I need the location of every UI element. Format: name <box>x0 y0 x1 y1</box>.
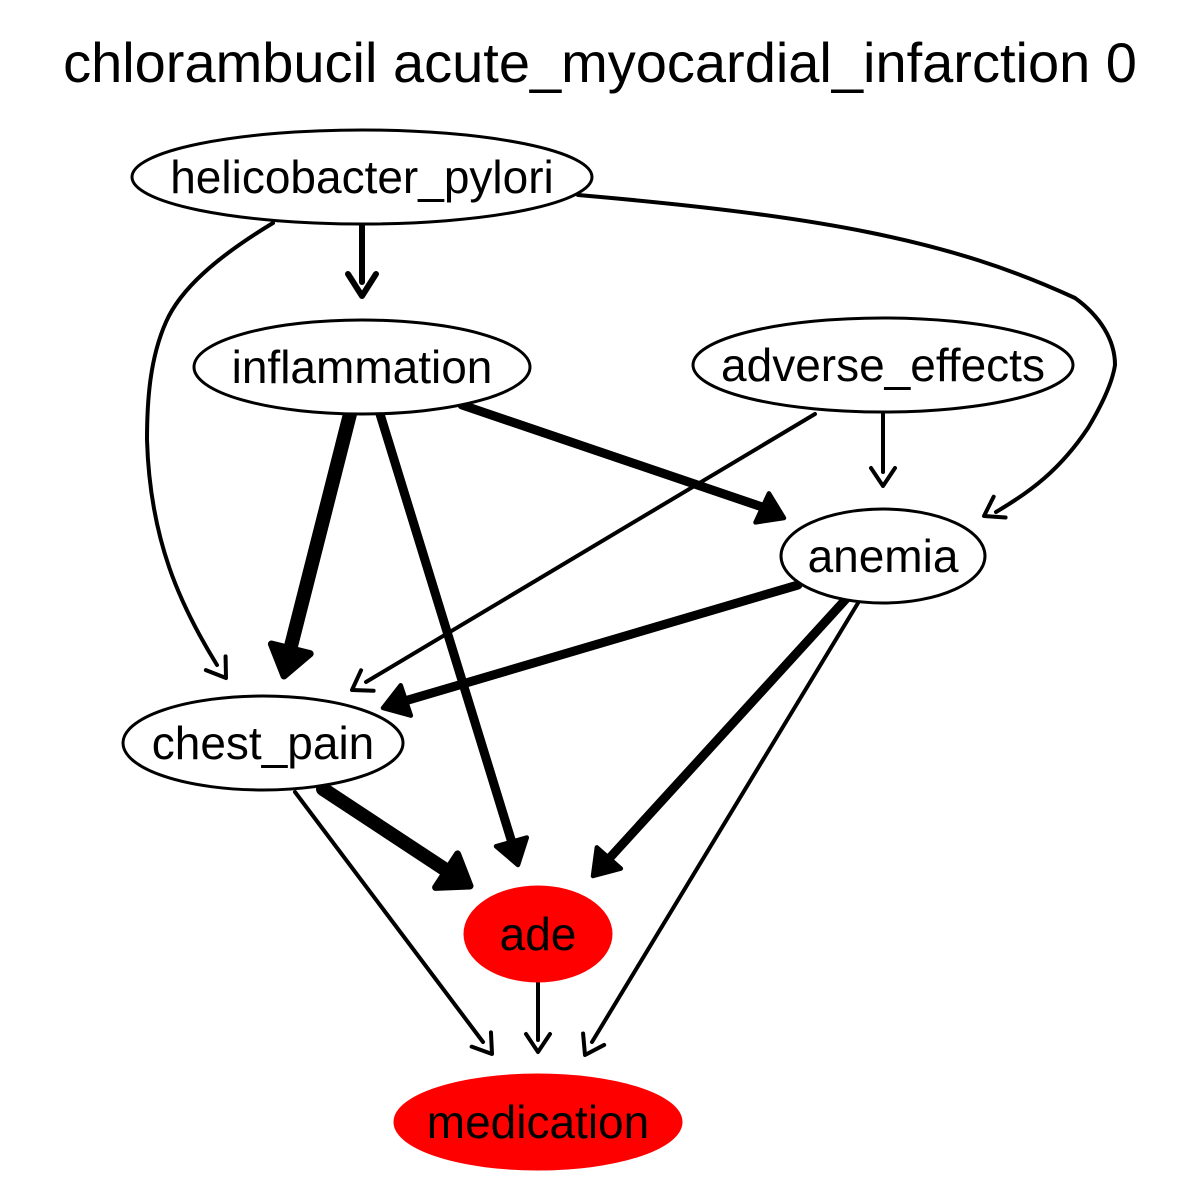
edge-line <box>457 400 773 514</box>
node-ellipse <box>691 316 1075 414</box>
node-label: helicobacter_pylori <box>170 151 554 203</box>
node-helicobacter_pylori: helicobacter_pylori <box>130 128 594 226</box>
node-label: ade <box>500 908 577 960</box>
edge-anemia-to-medication <box>581 601 860 1057</box>
edge-inflammation-to-anemia <box>457 400 787 525</box>
edge-helicobacter_pylori-to-inflammation <box>345 223 379 299</box>
edge-helicobacter_pylori-to-chest_pain <box>145 221 275 680</box>
edge-line <box>375 409 518 851</box>
edge-adverse_effects-to-chest_pain <box>350 412 817 693</box>
edge-ade-to-medication <box>524 981 552 1054</box>
arrowhead <box>581 1031 607 1057</box>
node-label: medication <box>427 1096 649 1148</box>
node-label: chest_pain <box>152 717 375 769</box>
nodes-layer: helicobacter_pylori inflammation adverse_e… <box>121 128 1075 1171</box>
node-ellipse <box>130 128 594 226</box>
arrowhead <box>982 494 1008 520</box>
node-anemia: anemia <box>779 507 987 605</box>
edge-line <box>601 594 851 867</box>
edge-inflammation-to-ade <box>375 409 530 868</box>
arrowhead <box>345 271 379 299</box>
node-medication: medication <box>393 1073 683 1171</box>
edge-line <box>293 790 485 1044</box>
edge-chest_pain-to-ade <box>316 782 474 891</box>
arrowhead <box>869 466 897 488</box>
node-label: inflammation <box>232 341 493 393</box>
node-label: adverse_effects <box>721 339 1045 391</box>
arrowhead <box>493 835 530 868</box>
arrowhead <box>469 1030 494 1056</box>
edge-line <box>364 412 817 684</box>
arrowhead <box>590 845 624 879</box>
arrowhead <box>350 668 376 693</box>
arrowhead <box>524 1032 552 1054</box>
arrowhead <box>432 850 474 891</box>
node-label: anemia <box>808 530 959 582</box>
edge-line <box>316 782 462 883</box>
node-adverse_effects: adverse_effects <box>691 316 1075 414</box>
edge-line <box>590 601 860 1044</box>
arrowhead <box>380 682 414 718</box>
node-ade: ade <box>463 885 613 983</box>
edge-adverse_effects-to-anemia <box>869 412 897 488</box>
graph-title: chlorambucil acute_myocardial_infarction… <box>63 31 1137 94</box>
edge-line <box>576 193 1117 514</box>
node-ellipse <box>192 318 532 416</box>
arrowhead <box>203 654 228 680</box>
node-ellipse <box>463 885 613 983</box>
node-chest_pain: chest_pain <box>121 694 405 792</box>
edge-line <box>283 407 357 657</box>
arrowhead <box>753 491 787 525</box>
edge-line <box>393 580 803 708</box>
edge-inflammation-to-chest_pain <box>267 407 357 680</box>
node-ellipse <box>121 694 405 792</box>
node-ellipse <box>779 507 987 605</box>
edge-helicobacter_pylori-to-anemia <box>576 193 1117 520</box>
node-inflammation: inflammation <box>192 318 532 416</box>
edge-anemia-to-ade <box>590 594 851 879</box>
edge-chest_pain-to-medication <box>293 790 494 1056</box>
edge-line <box>145 221 275 667</box>
edge-anemia-to-chest_pain <box>380 580 803 718</box>
arrowhead <box>267 640 314 680</box>
node-ellipse <box>393 1073 683 1171</box>
edges-layer <box>145 193 1117 1057</box>
